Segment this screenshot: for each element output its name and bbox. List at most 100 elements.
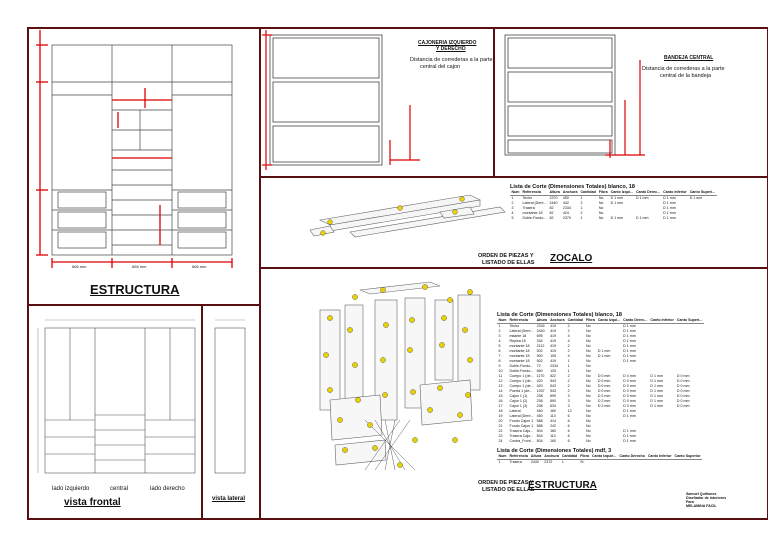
table-cell: 450: [562, 196, 569, 200]
table-cell: D 0 mm: [623, 394, 636, 398]
table-cell: D 0 mm: [623, 384, 636, 388]
table-header-cell: Canto Superi...: [675, 318, 704, 324]
table-cell: D 1 mm: [623, 414, 636, 418]
part-balloon: [457, 412, 463, 418]
table-header-cell: Altura: [547, 190, 562, 196]
table-cell: 1: [561, 460, 564, 464]
part-balloon: [409, 317, 415, 323]
table-cell: Puerta 1 (de...: [509, 389, 533, 393]
table-cell: D 1 mm: [623, 349, 636, 353]
table-cell: D 2 mm: [597, 394, 611, 398]
table-cell: 695: [536, 334, 543, 338]
table-cell: Trasera: [509, 460, 522, 464]
table-cell: 2: [580, 211, 583, 215]
part-balloon: [410, 389, 416, 395]
zocalo-table-title: Lista de Corte (Dimensiones Totales) bla…: [510, 184, 635, 190]
table-cell: 5: [511, 216, 514, 220]
table-cell: 2: [567, 384, 570, 388]
table-header-cell: Canto Izquie...: [590, 454, 618, 460]
table-cell: D 0 mm: [623, 399, 636, 403]
vista-lateral-title: vista lateral: [212, 496, 246, 502]
frontal-label-right: lado derecho: [150, 486, 185, 492]
table-cell: No: [586, 339, 591, 343]
table-cell: D 1 mm: [623, 334, 636, 338]
table-cell: 2: [580, 201, 583, 205]
part-balloon: [327, 387, 333, 393]
table-cell: No: [586, 324, 591, 328]
table-cell: D 0 mm: [676, 379, 690, 383]
zocalo-caption-1: ORDEN DE PIEZAS Y: [478, 253, 534, 259]
part-balloon: [447, 297, 453, 303]
table-header-cell: Fibra: [584, 318, 597, 324]
table-cell: 588: [536, 419, 543, 423]
part-balloon: [355, 397, 361, 403]
table-cell: 419: [550, 324, 557, 328]
part-balloon: [441, 315, 447, 321]
table-cell: 238: [536, 394, 543, 398]
table-cell: montante 18: [509, 344, 530, 348]
table-cell: No: [586, 384, 591, 388]
part-balloon: [352, 294, 358, 300]
part-balloon: [323, 352, 329, 358]
table-cell: D 1 mm: [635, 196, 649, 200]
table-cell: 504: [536, 439, 543, 443]
table-cell: 20: [498, 419, 503, 423]
table-header-cell: Referencia: [508, 318, 536, 324]
table-cell: D 1 mm: [623, 354, 636, 358]
table-cell: 160: [550, 429, 557, 433]
table-cell: 2112: [536, 344, 545, 348]
dim-label-right: 666 mm: [192, 264, 207, 269]
table-cell: Trasera Cajo...: [509, 434, 534, 438]
table-cell: 1: [580, 196, 583, 200]
table-cell: Cajon 1 (1): [509, 394, 528, 398]
table-cell: D 0 mm: [676, 374, 690, 378]
table-cell: 522: [550, 374, 557, 378]
table-header-cell: Altura: [535, 318, 549, 324]
table-cell: 18: [498, 409, 503, 413]
table-cell: D 1 mm: [623, 434, 636, 438]
table-cell: No: [586, 394, 591, 398]
table-cell: D 0 mm: [676, 389, 690, 393]
credit-line: Samuel Quiñones: [686, 492, 717, 496]
table-cell: 238: [536, 399, 543, 403]
table-cell: D 1 mm: [623, 439, 636, 443]
table-cell: 4: [567, 334, 570, 338]
table-cell: 105: [550, 354, 557, 358]
table-cell: Fondo Cajon 1: [509, 424, 534, 428]
table-cell: 3: [567, 399, 570, 403]
part-balloon: [452, 437, 458, 443]
table-cell: D 0 mm: [676, 384, 690, 388]
table-cell: 419: [550, 344, 557, 348]
table-cell: D 0 mm: [597, 389, 611, 393]
table-cell: 2: [567, 344, 570, 348]
table-cell: Cuerpo 1 (de...: [509, 384, 534, 388]
table-cell: No: [586, 369, 591, 373]
table-cell: 72: [536, 364, 541, 368]
table-cell: Techo: [509, 324, 520, 328]
part-balloon: [380, 357, 386, 363]
table-header-cell: Altura: [529, 454, 543, 460]
estructura-table-title: Lista de Corte (Dimensiones Totales) bla…: [497, 312, 622, 318]
part-balloon: [380, 287, 386, 293]
table-cell: montante 18: [509, 349, 530, 353]
part-balloon: [327, 315, 333, 321]
table-cell: Trasera: [522, 206, 535, 210]
table-cell: estante 18: [509, 334, 527, 338]
table-cell: 420: [536, 379, 543, 383]
table-cell: D 0 mm: [597, 379, 611, 383]
part-balloon: [439, 342, 445, 348]
table-cell: 5: [498, 344, 501, 348]
part-balloon: [367, 422, 373, 428]
table-cell: 110: [550, 414, 556, 418]
explode-caption-2: LISTADO DE ELLAS: [482, 487, 535, 493]
table-header-cell: Anchura: [542, 454, 561, 460]
table-cell: 419: [550, 349, 557, 353]
table-header-cell: Cantidad: [566, 318, 585, 324]
part-balloon: [462, 327, 468, 333]
table-cell: No: [586, 354, 591, 358]
credit-line: Para: [686, 500, 694, 504]
